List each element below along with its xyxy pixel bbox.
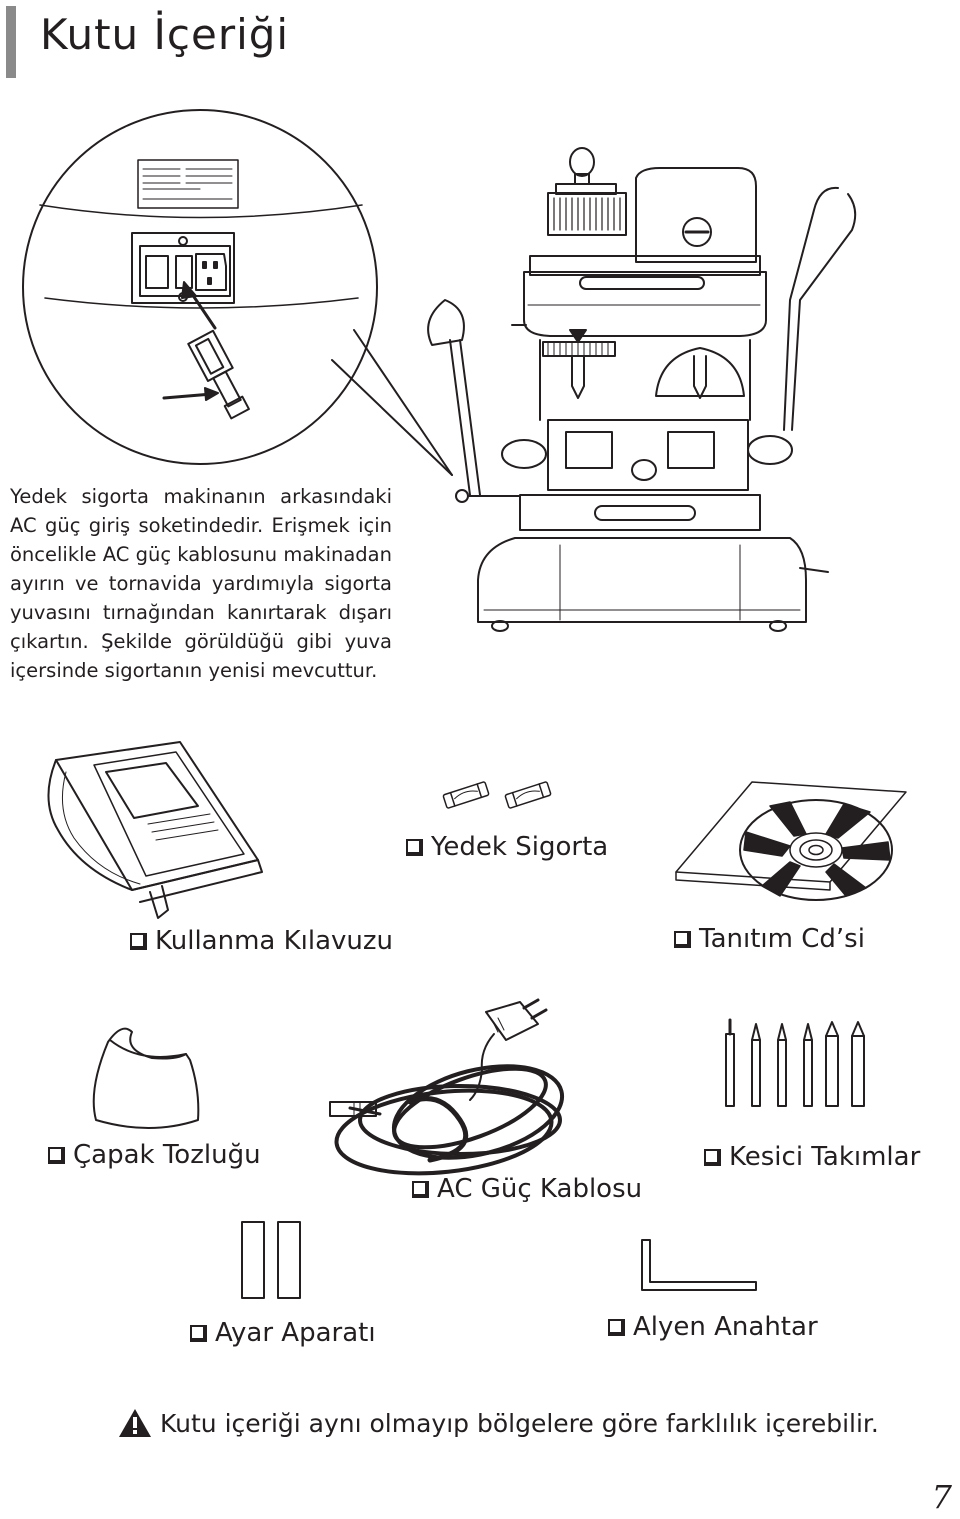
hex-key-illustration — [641, 1239, 757, 1291]
dust-cover-illustration — [92, 1027, 200, 1129]
intro-paragraph: Yedek sigorta makinanın arkasındaki AC g… — [10, 485, 392, 682]
dust-cover-label: Çapak Tozluğu — [48, 1140, 261, 1170]
cd-label: Tanıtım Cd’si — [674, 924, 865, 954]
manual-label: Kullanma Kılavuzu — [130, 926, 393, 956]
fuse-socket-zoom-illustration — [22, 109, 453, 476]
cutters-illustration — [725, 1018, 865, 1107]
power-cable-illustration — [329, 998, 565, 1176]
checkbox-icon — [608, 1319, 625, 1336]
checkbox-icon — [48, 1147, 65, 1164]
manual-book-illustration — [47, 741, 263, 919]
checkbox-icon — [704, 1149, 721, 1166]
checkbox-icon — [406, 839, 423, 856]
page-title: Kutu İçeriği — [40, 10, 290, 59]
checkbox-icon — [674, 931, 691, 948]
disclaimer-text: Kutu içeriği aynı olmayıp bölgelere göre… — [160, 1409, 879, 1438]
title-accent-bar — [6, 6, 16, 78]
disclaimer-note: Kutu içeriği aynı olmayıp bölgelere göre… — [118, 1408, 879, 1444]
power-cable-label: AC Güç Kablosu — [412, 1174, 642, 1204]
fuse-label: Yedek Sigorta — [406, 832, 608, 862]
checkbox-icon — [412, 1181, 429, 1198]
cutters-label: Kesici Takımlar — [704, 1142, 920, 1172]
cd-illustration — [675, 781, 907, 901]
warning-triangle-icon — [118, 1408, 152, 1444]
key-cutting-machine-illustration — [427, 147, 857, 632]
adjuster-label: Ayar Aparatı — [190, 1318, 376, 1348]
adjuster-illustration — [241, 1221, 301, 1299]
checkbox-icon — [130, 933, 147, 950]
page-number: 7 — [931, 1478, 952, 1516]
hex-key-label: Alyen Anahtar — [608, 1312, 818, 1342]
checkbox-icon — [190, 1325, 207, 1342]
spare-fuses-illustration — [442, 781, 552, 809]
